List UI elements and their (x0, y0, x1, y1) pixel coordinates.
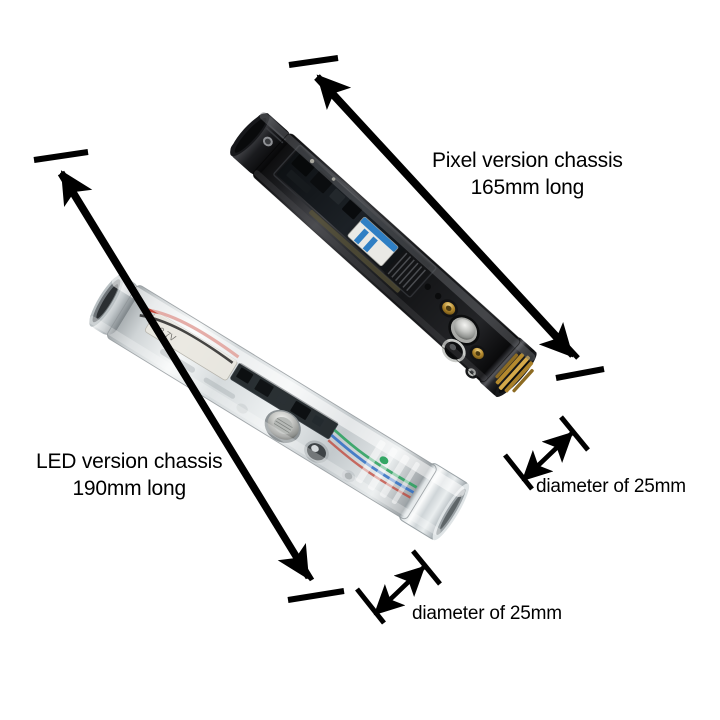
pixel-chassis-label: Pixel version chassis 165mm long (432, 148, 623, 202)
led-chassis-object: 3.7V (88, 274, 470, 541)
led-length-dimension (33, 149, 345, 603)
pixel-diameter-label: diameter of 25mm (536, 476, 686, 497)
led-chassis-label-line1: LED version chassis (36, 450, 223, 473)
pixel-chassis-label-line2: 165mm long (470, 175, 585, 199)
pixel-chassis-screw-bottom (469, 345, 487, 362)
led-chassis-label-line2: 190mm long (72, 476, 186, 500)
led-chassis-button (264, 409, 301, 443)
blade-pin-connector (495, 353, 534, 393)
pixel-length-dimension (288, 55, 605, 381)
led-diameter-dimension (355, 549, 442, 625)
pixel-chassis-button (448, 314, 480, 346)
pixel-chassis-screw-top (439, 299, 459, 318)
pixel-diameter-dimension (503, 415, 590, 491)
led-chassis-label: LED version chassis 190mm long (36, 449, 223, 503)
led-diameter-label: diameter of 25mm (412, 603, 562, 624)
pixel-chassis-label-line1: Pixel version chassis (432, 149, 623, 172)
pixel-chassis-port (441, 338, 466, 363)
pixel-chassis-object (230, 112, 537, 397)
